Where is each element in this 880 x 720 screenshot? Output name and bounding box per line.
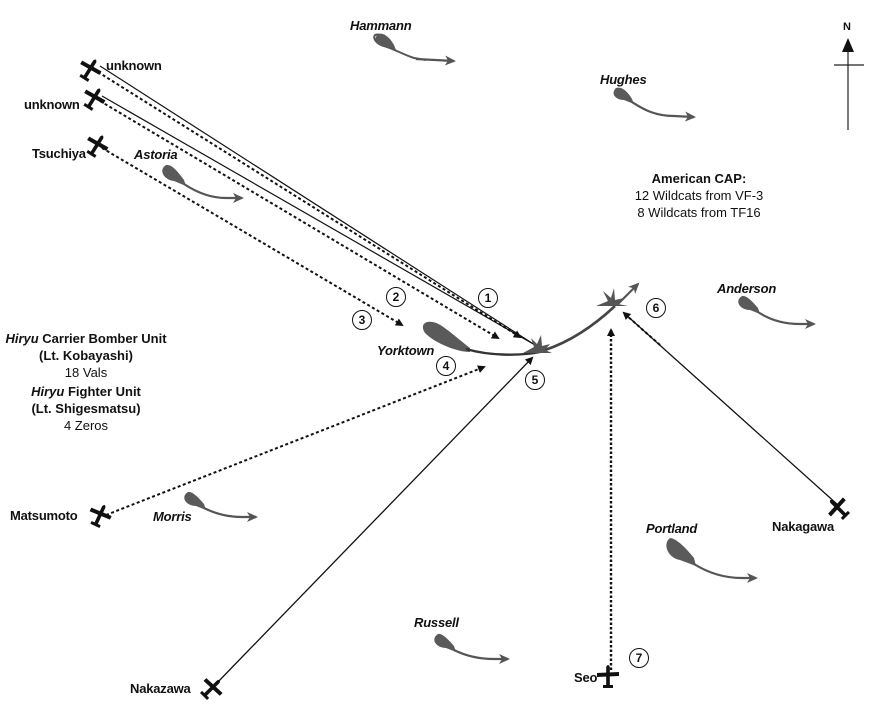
bomber-unit-name: Carrier Bomber Unit: [38, 331, 167, 346]
compass-label: N: [843, 21, 851, 33]
aircraft-label-unknown-2: unknown: [24, 97, 80, 112]
compass: [834, 38, 864, 130]
attack-path-1-solid: [99, 65, 536, 346]
ship-icon-portland: [666, 538, 758, 583]
attack-paths: [97, 65, 839, 686]
fighter-count: 4 Zeros: [63, 418, 109, 433]
plane-icon-matsumoto: [84, 500, 115, 531]
ship-label-russell: Russell: [414, 615, 459, 630]
attack-marker-5: 5: [525, 370, 545, 390]
yorktown-track: [422, 282, 640, 356]
ship-icon-hughes: [613, 87, 696, 122]
explosion-icon-2: [596, 288, 628, 306]
aircraft-label-unknown-1: unknown: [106, 58, 162, 73]
american-cap-title: American CAP:: [651, 171, 747, 186]
attack-marker-6: 6: [646, 298, 666, 318]
attack-path-4: [105, 365, 486, 516]
ship-label-yorktown: Yorktown: [377, 343, 435, 358]
ship-icon-russell: [434, 633, 510, 664]
plane-icon-unknown-2: [78, 82, 110, 115]
fighter-ship-name: Hiryu: [31, 384, 65, 399]
aircraft-label-tsuchiya: Tsuchiya: [32, 146, 86, 161]
attack-path-3: [101, 147, 404, 327]
attack-path-6: [622, 311, 839, 506]
attack-path-5: [214, 356, 534, 686]
ship-label-morris: Morris: [153, 509, 192, 524]
plane-icon-seo: [597, 665, 619, 688]
fighter-leader: (Lt. Shigesmatsu): [31, 401, 141, 416]
ship-icon-morris: [184, 491, 258, 522]
american-cap-note: American CAP: 12 Wildcats from VF-3 8 Wi…: [614, 170, 784, 221]
attack-path-6-dash: [625, 314, 661, 346]
yorktown-course: [544, 305, 616, 352]
american-cap-line-2: 8 Wildcats from TF16: [637, 205, 761, 220]
ship-label-hughes: Hughes: [600, 72, 647, 87]
attack-marker-3: 3: [352, 310, 372, 330]
bomber-count: 18 Vals: [64, 365, 108, 380]
fighter-unit-name: Fighter Unit: [64, 384, 141, 399]
aircraft-label-seo: Seo: [574, 670, 598, 685]
ship-label-portland: Portland: [646, 521, 698, 536]
plane-icon-unknown-1: [74, 53, 106, 86]
ship-icon-hammann: [373, 33, 456, 66]
ship-icon-astoria: [162, 164, 244, 203]
japanese-units-note: Hiryu Carrier Bomber Unit (Lt. Kobayashi…: [2, 330, 170, 434]
aircraft-label-nakazawa: Nakazawa: [130, 681, 191, 696]
bomber-leader: (Lt. Kobayashi): [39, 348, 133, 363]
ship-label-astoria: Astoria: [134, 147, 178, 162]
explosion-icon-1: [523, 335, 552, 353]
ship-label-anderson: Anderson: [717, 281, 777, 296]
attack-path-2-solid: [101, 95, 536, 346]
north-arrow-icon: [842, 38, 854, 52]
escort-ships: [162, 33, 816, 664]
aircraft-label-nakagawa: Nakagawa: [772, 519, 834, 534]
attack-marker-4: 4: [436, 356, 456, 376]
attack-marker-1: 1: [478, 288, 498, 308]
attack-path-2: [99, 100, 500, 340]
ship-icon-anderson: [738, 295, 816, 329]
aircraft: [74, 53, 855, 705]
bomber-ship-name: Hiryu: [5, 331, 39, 346]
aircraft-label-matsumoto: Matsumoto: [10, 508, 78, 523]
attack-marker-7: 7: [629, 648, 649, 668]
attack-path-1: [97, 71, 522, 339]
yorktown-ship-icon: [422, 321, 470, 352]
attack-marker-2: 2: [386, 287, 406, 307]
ship-label-hammann: Hammann: [350, 18, 412, 33]
american-cap-line-1: 12 Wildcats from VF-3: [634, 188, 764, 203]
